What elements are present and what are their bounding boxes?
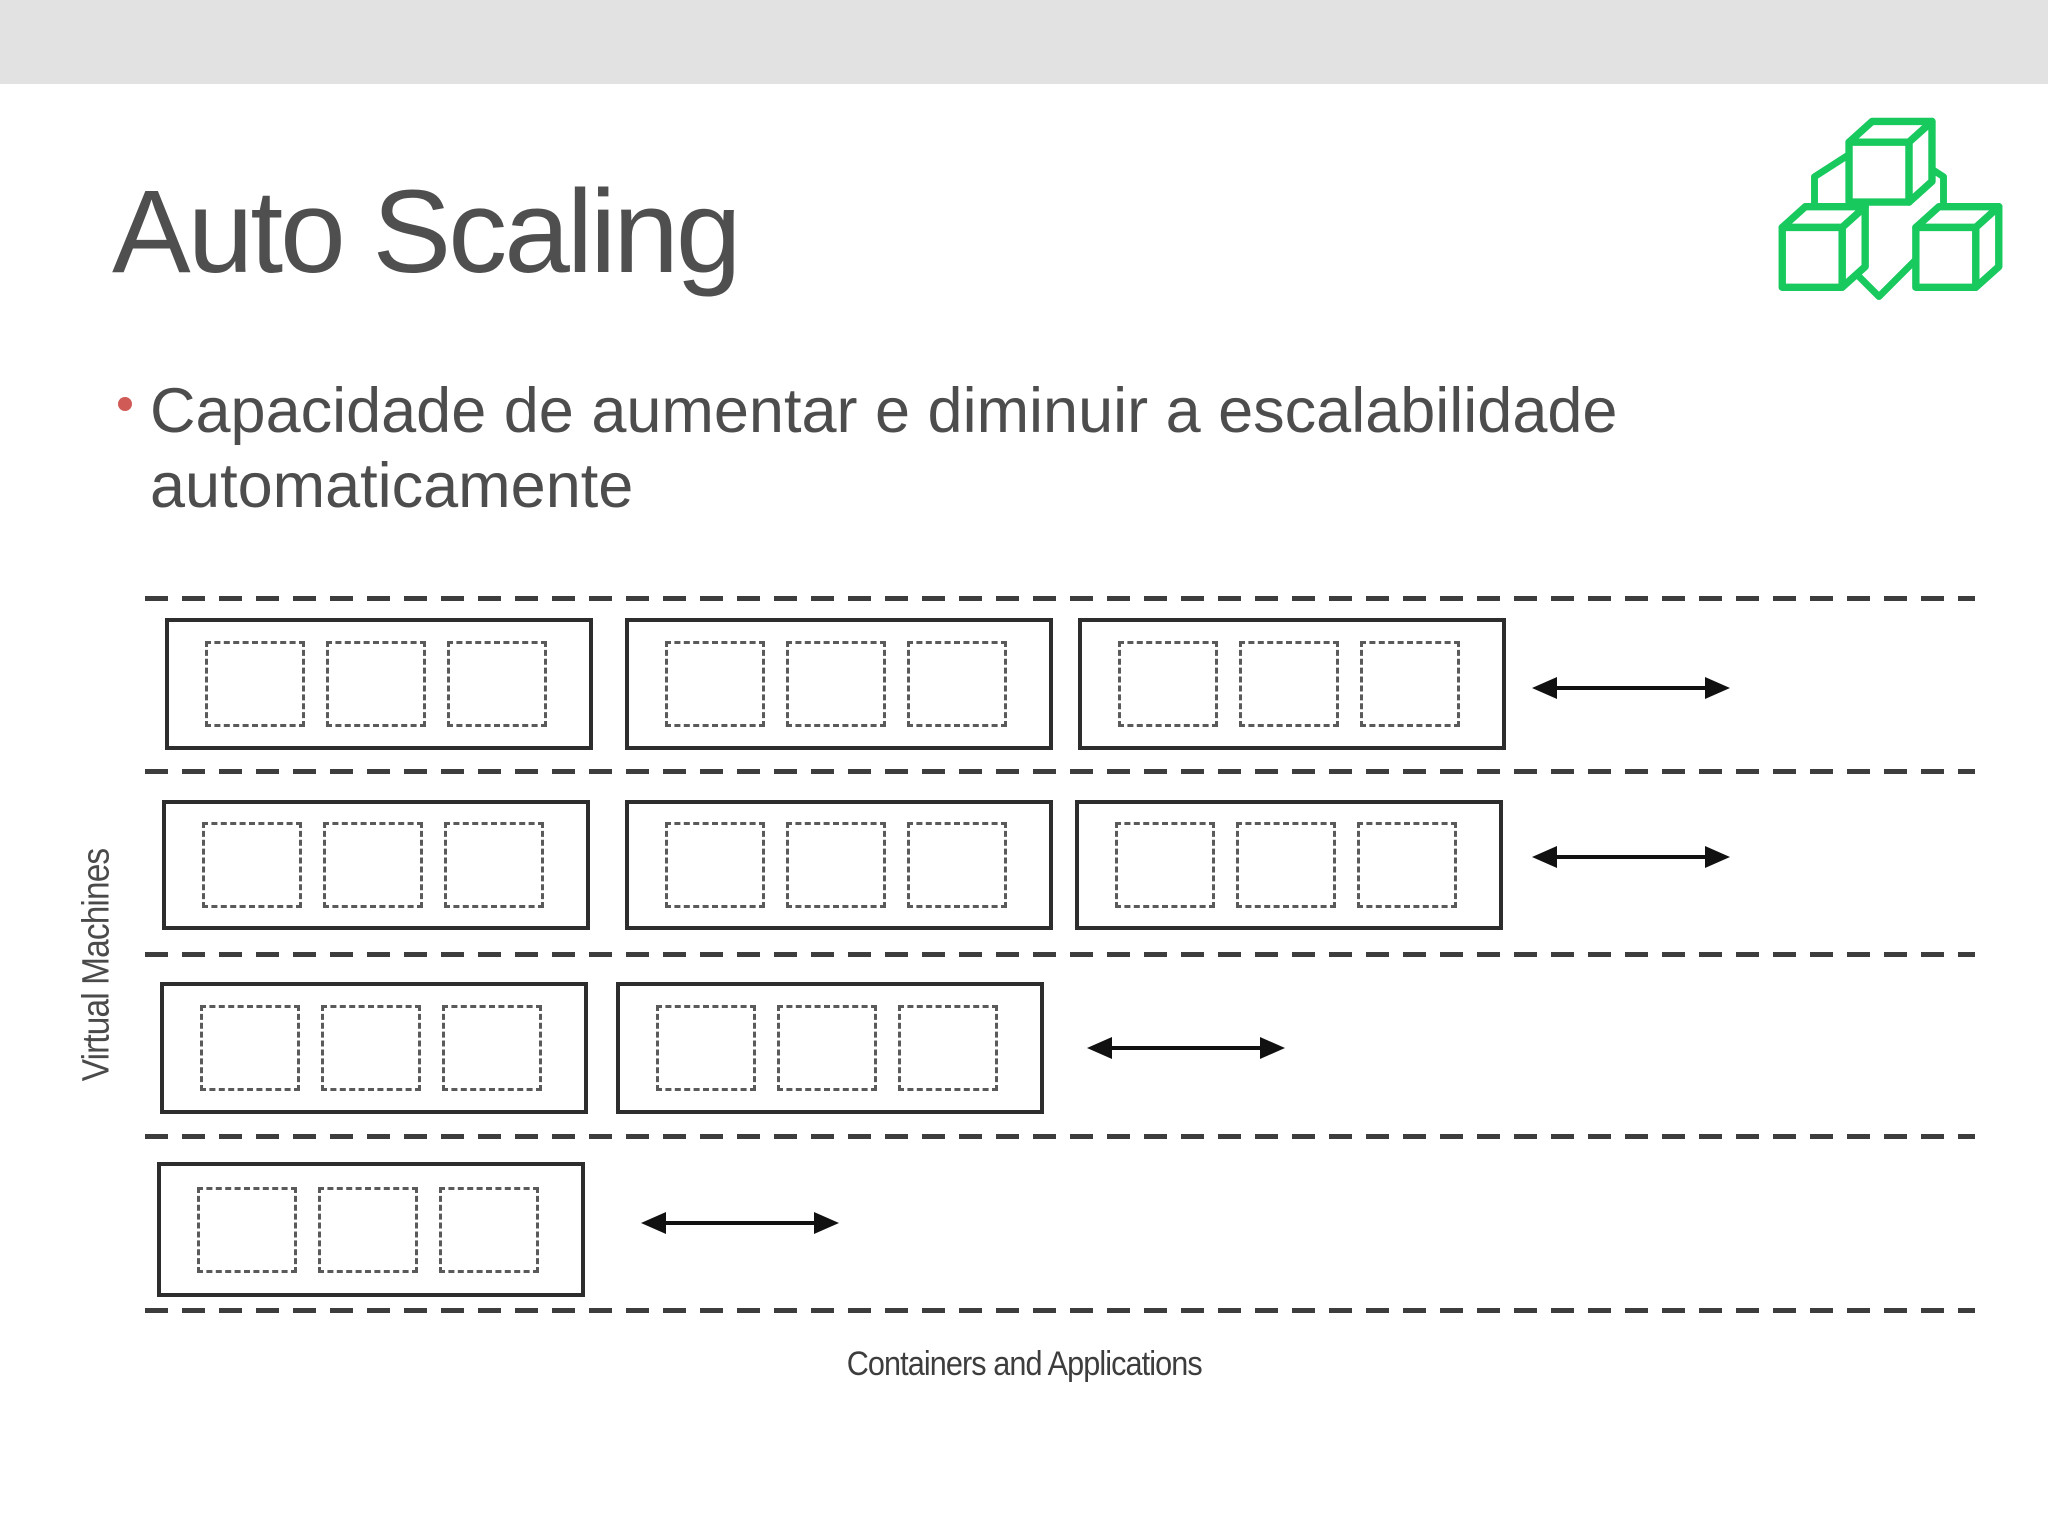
cubes-cluster-icon (1778, 117, 2003, 300)
scale-arrow-icon (1085, 1034, 1287, 1062)
container-box (439, 1186, 539, 1273)
container-box (318, 1186, 418, 1273)
container-box (447, 641, 547, 727)
container-box (197, 1186, 297, 1273)
container-box (1357, 822, 1457, 908)
container-box (202, 822, 302, 908)
vm-box (1078, 618, 1506, 750)
dashed-separator (145, 1134, 1975, 1139)
bullet-text: Capacidade de aumentar e diminuir a esca… (150, 376, 1618, 521)
container-box (1360, 641, 1460, 727)
vm-box (625, 618, 1053, 750)
scale-arrow-icon (639, 1209, 841, 1237)
dashed-separator (145, 596, 1975, 601)
vm-box (157, 1162, 585, 1297)
container-box (1236, 822, 1336, 908)
container-box (200, 1005, 300, 1091)
container-box (1239, 641, 1339, 727)
vm-box (160, 982, 588, 1114)
container-box (907, 822, 1007, 908)
vm-box (625, 800, 1053, 930)
dashed-separator (145, 769, 1975, 774)
container-box (205, 641, 305, 727)
container-box (786, 822, 886, 908)
page-title: Auto Scaling (112, 166, 742, 298)
container-box (656, 1005, 756, 1091)
container-box (665, 641, 765, 727)
scale-arrow-icon (1530, 843, 1732, 871)
bullet-item: Capacidade de aumentar e diminuir a esca… (118, 374, 1718, 524)
container-box (326, 641, 426, 727)
container-box (1115, 822, 1215, 908)
vm-containers-diagram (145, 560, 1975, 1390)
container-box (777, 1005, 877, 1091)
bullet-marker (118, 397, 132, 411)
container-box (321, 1005, 421, 1091)
container-box (1118, 641, 1218, 727)
x-axis-label-text: Containers and Applications (846, 1345, 1202, 1383)
container-box (442, 1005, 542, 1091)
container-box (907, 641, 1007, 727)
vm-box (162, 800, 590, 930)
top-bar (0, 0, 2048, 84)
container-box (323, 822, 423, 908)
y-axis-label: Virtual Machines (75, 848, 118, 1082)
container-box (665, 822, 765, 908)
vm-box (165, 618, 593, 750)
container-box (898, 1005, 998, 1091)
dashed-separator (145, 1308, 1975, 1313)
container-box (786, 641, 886, 727)
container-box (444, 822, 544, 908)
x-axis-label: Containers and Applications (0, 1345, 2048, 1384)
vm-box (616, 982, 1044, 1114)
scale-arrow-icon (1530, 674, 1732, 702)
dashed-separator (145, 952, 1975, 957)
vm-box (1075, 800, 1503, 930)
